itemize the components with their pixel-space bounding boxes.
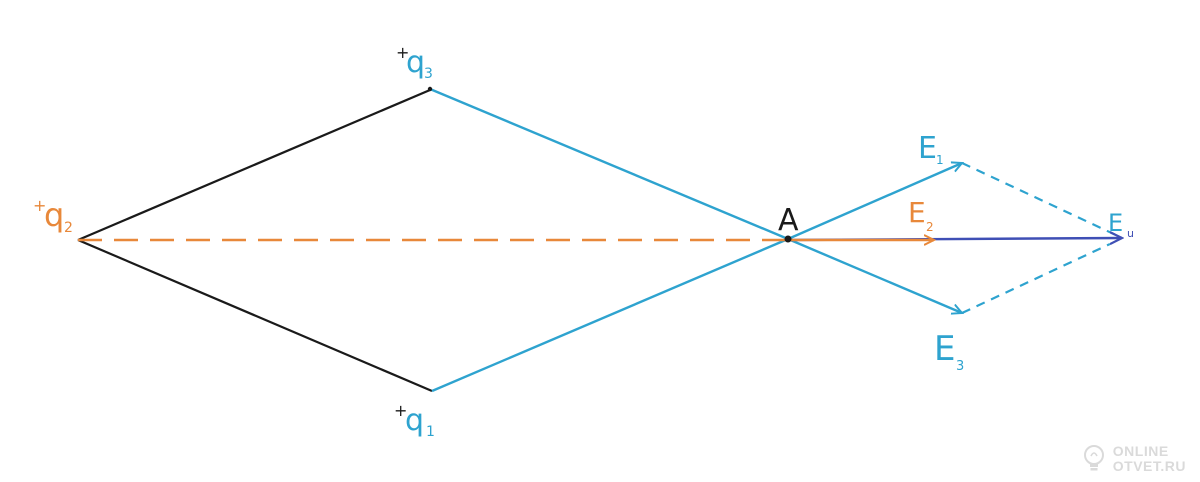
label-e-total: E u — [1108, 209, 1134, 240]
svg-text:E: E — [918, 131, 937, 166]
side-q1-a — [431, 237, 789, 393]
dashed-e1-construction — [961, 162, 1119, 237]
watermark-line2: OTVET.RU — [1112, 458, 1186, 474]
svg-text:3: 3 — [956, 359, 964, 374]
side-q2-q1 — [77, 238, 433, 393]
vector-e3 — [787, 237, 962, 313]
watermark-line1: ONLINE — [1112, 443, 1169, 459]
svg-text:2: 2 — [64, 220, 73, 236]
label-q2: + q 2 — [33, 196, 73, 236]
svg-text:2: 2 — [926, 220, 934, 234]
label-q3: + q 3 — [396, 43, 433, 82]
vector-e1 — [787, 163, 962, 241]
watermark: ONLINE OTVET.RU — [1081, 444, 1186, 474]
label-point-a: A — [778, 203, 799, 238]
vertex-q3-dot — [427, 86, 433, 92]
svg-text:E: E — [934, 329, 955, 369]
dashed-e3-construction — [961, 243, 1111, 314]
svg-text:E: E — [1108, 209, 1123, 237]
svg-text:+: + — [33, 196, 46, 215]
watermark-text: ONLINE OTVET.RU — [1113, 444, 1186, 474]
svg-text:1: 1 — [426, 424, 435, 440]
label-q1: + q 1 — [394, 401, 435, 440]
svg-text:q: q — [406, 45, 425, 80]
svg-text:u: u — [1127, 227, 1134, 240]
point-a-dot — [784, 235, 792, 243]
label-e3: E 3 — [934, 329, 964, 374]
svg-text:1: 1 — [936, 153, 944, 167]
svg-text:3: 3 — [424, 66, 433, 82]
side-q2-q3 — [77, 88, 431, 242]
svg-text:q: q — [405, 403, 424, 438]
svg-text:E: E — [908, 196, 926, 229]
svg-text:+: + — [396, 43, 409, 62]
label-e2: E 2 — [908, 196, 934, 234]
side-q3-a — [429, 87, 789, 241]
svg-text:+: + — [394, 401, 407, 420]
lightbulb-icon — [1083, 445, 1104, 471]
label-e1: E 1 — [918, 131, 944, 167]
svg-text:q: q — [44, 196, 64, 234]
